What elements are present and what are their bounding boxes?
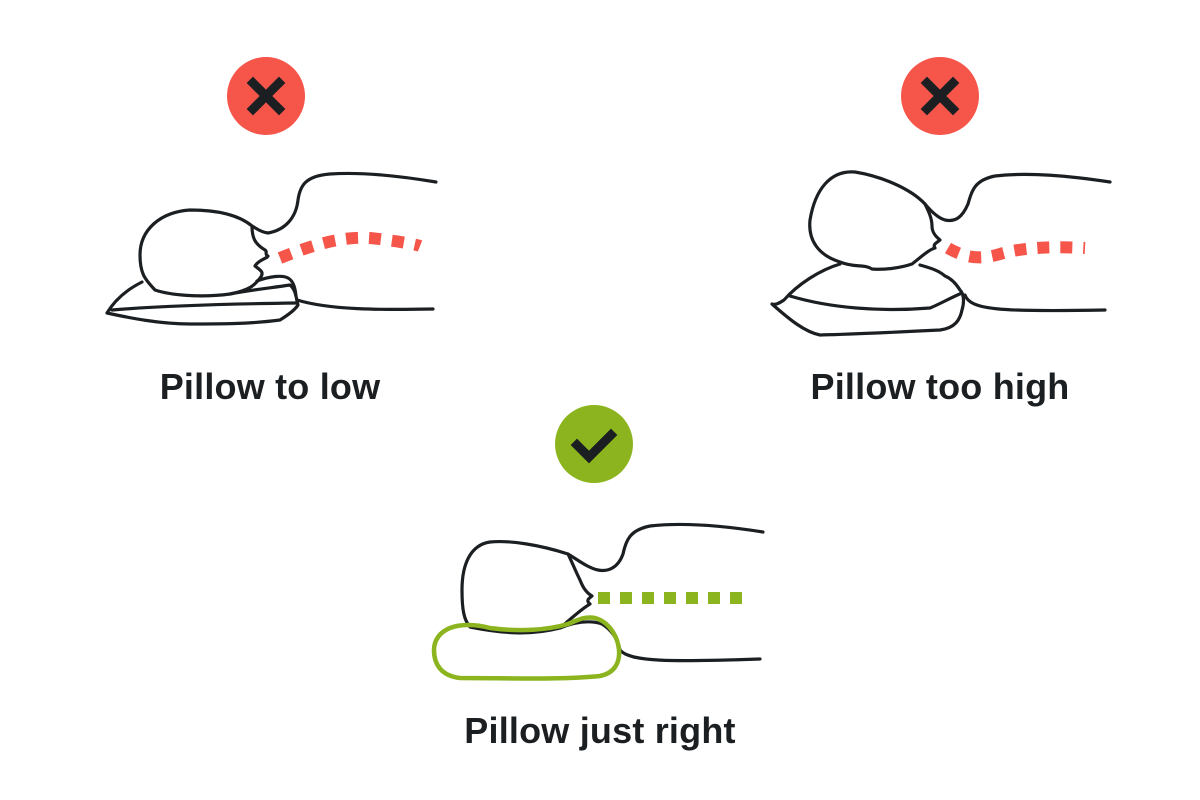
illustration-pillow-too-low [100, 160, 450, 330]
body-bottom [618, 648, 762, 663]
checkmark-icon [555, 405, 633, 483]
body-outline [923, 172, 1112, 223]
label-pillow-too-low: Pillow to low [159, 366, 381, 407]
label-pillow-too-high: Pillow too high [810, 366, 1070, 407]
body-outline [250, 171, 438, 235]
pillow-outline [431, 615, 622, 681]
label-pillow-just-right: Pillow just right [464, 710, 736, 751]
spine-line [277, 231, 423, 264]
pillow-outline [105, 280, 300, 326]
incorrect-badge-high [901, 57, 979, 135]
incorrect-badge-low [227, 57, 305, 135]
illustration-pillow-too-high [760, 160, 1120, 340]
illustration-pillow-just-right [420, 510, 780, 690]
correct-badge [555, 405, 633, 483]
pillow-outline [770, 262, 966, 337]
x-mark-icon [227, 57, 305, 135]
spine-line [944, 241, 1086, 264]
body-bottom [295, 298, 435, 312]
body-bottom [963, 293, 1107, 313]
x-mark-icon [901, 57, 979, 135]
body-outline [566, 522, 765, 573]
head-outline [138, 208, 270, 298]
head-outline [808, 170, 942, 271]
